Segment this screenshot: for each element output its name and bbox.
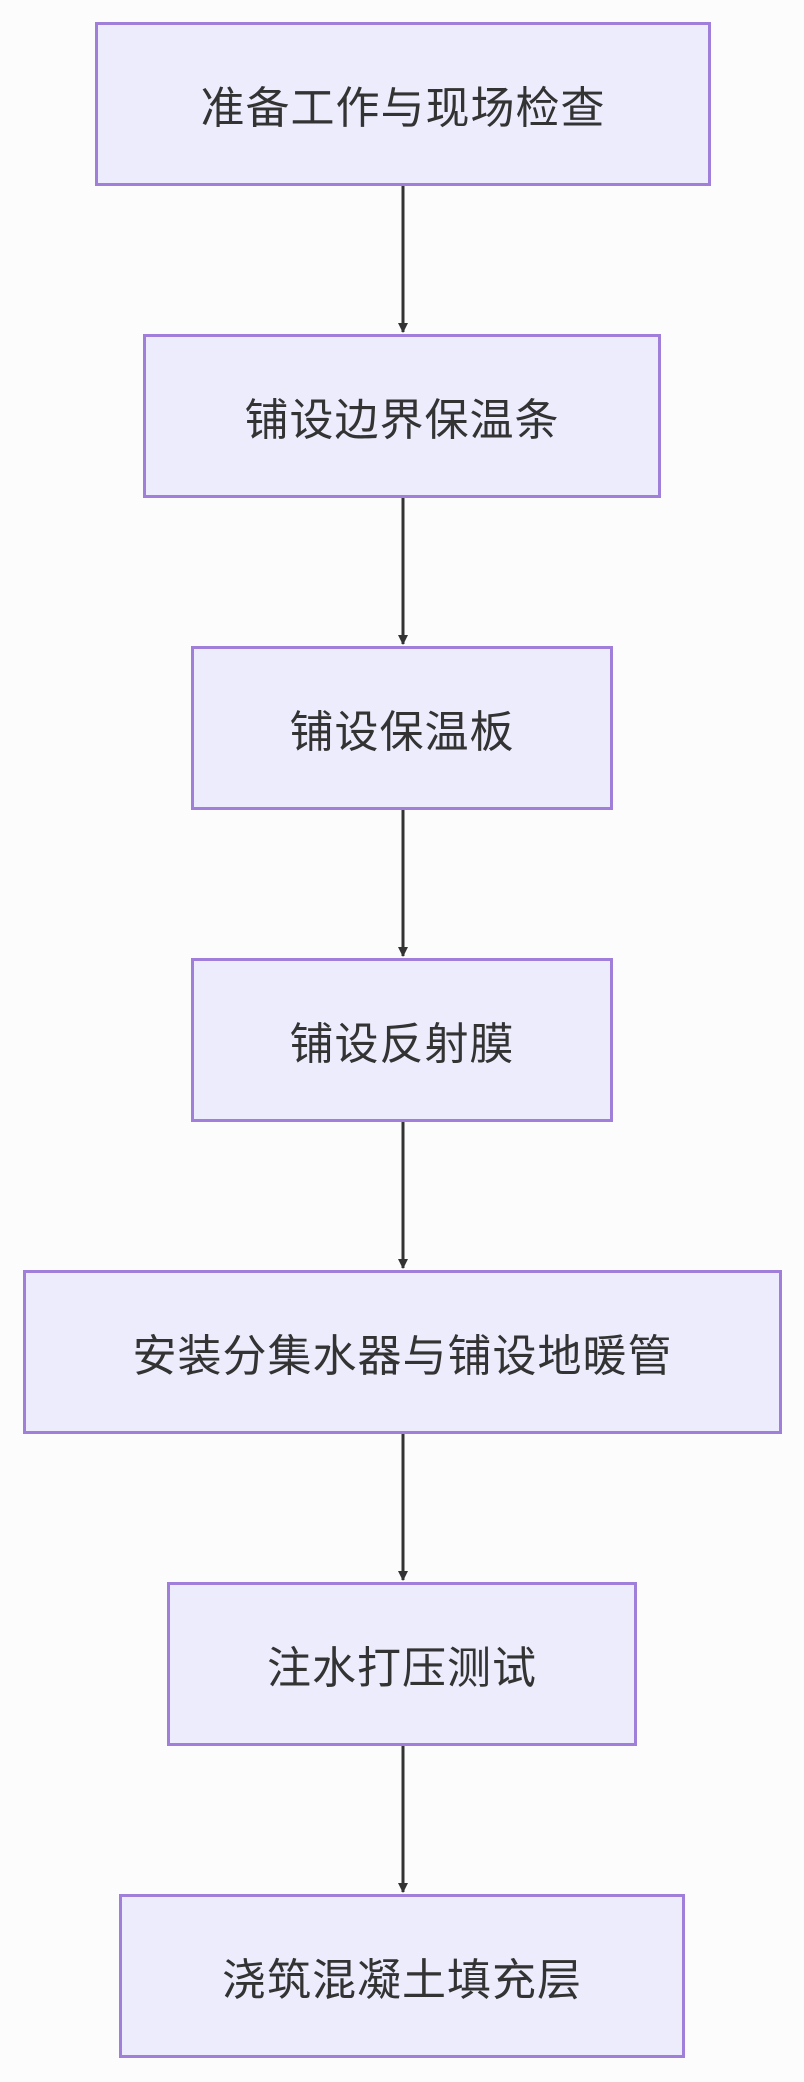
step-label: 安装分集水器与铺设地暖管 (132, 1331, 673, 1382)
step-node-insulation-board: 铺设保温板 (191, 646, 613, 810)
step-label: 浇筑混凝土填充层 (222, 1955, 582, 2006)
step-label: 注水打压测试 (267, 1643, 537, 1694)
step-node-concrete-fill-layer: 浇筑混凝土填充层 (119, 1894, 685, 2058)
step-label: 准备工作与现场检查 (200, 83, 606, 134)
step-label: 铺设反射膜 (289, 1019, 515, 1070)
step-label: 铺设保温板 (289, 707, 515, 758)
step-node-preparation-inspection: 准备工作与现场检查 (95, 22, 711, 186)
step-node-reflective-film: 铺设反射膜 (191, 958, 613, 1122)
step-node-edge-insulation-strip: 铺设边界保温条 (143, 334, 661, 498)
step-label: 铺设边界保温条 (244, 395, 560, 446)
step-node-pressure-test: 注水打压测试 (167, 1582, 637, 1746)
step-node-manifold-and-pipes: 安装分集水器与铺设地暖管 (23, 1270, 782, 1434)
